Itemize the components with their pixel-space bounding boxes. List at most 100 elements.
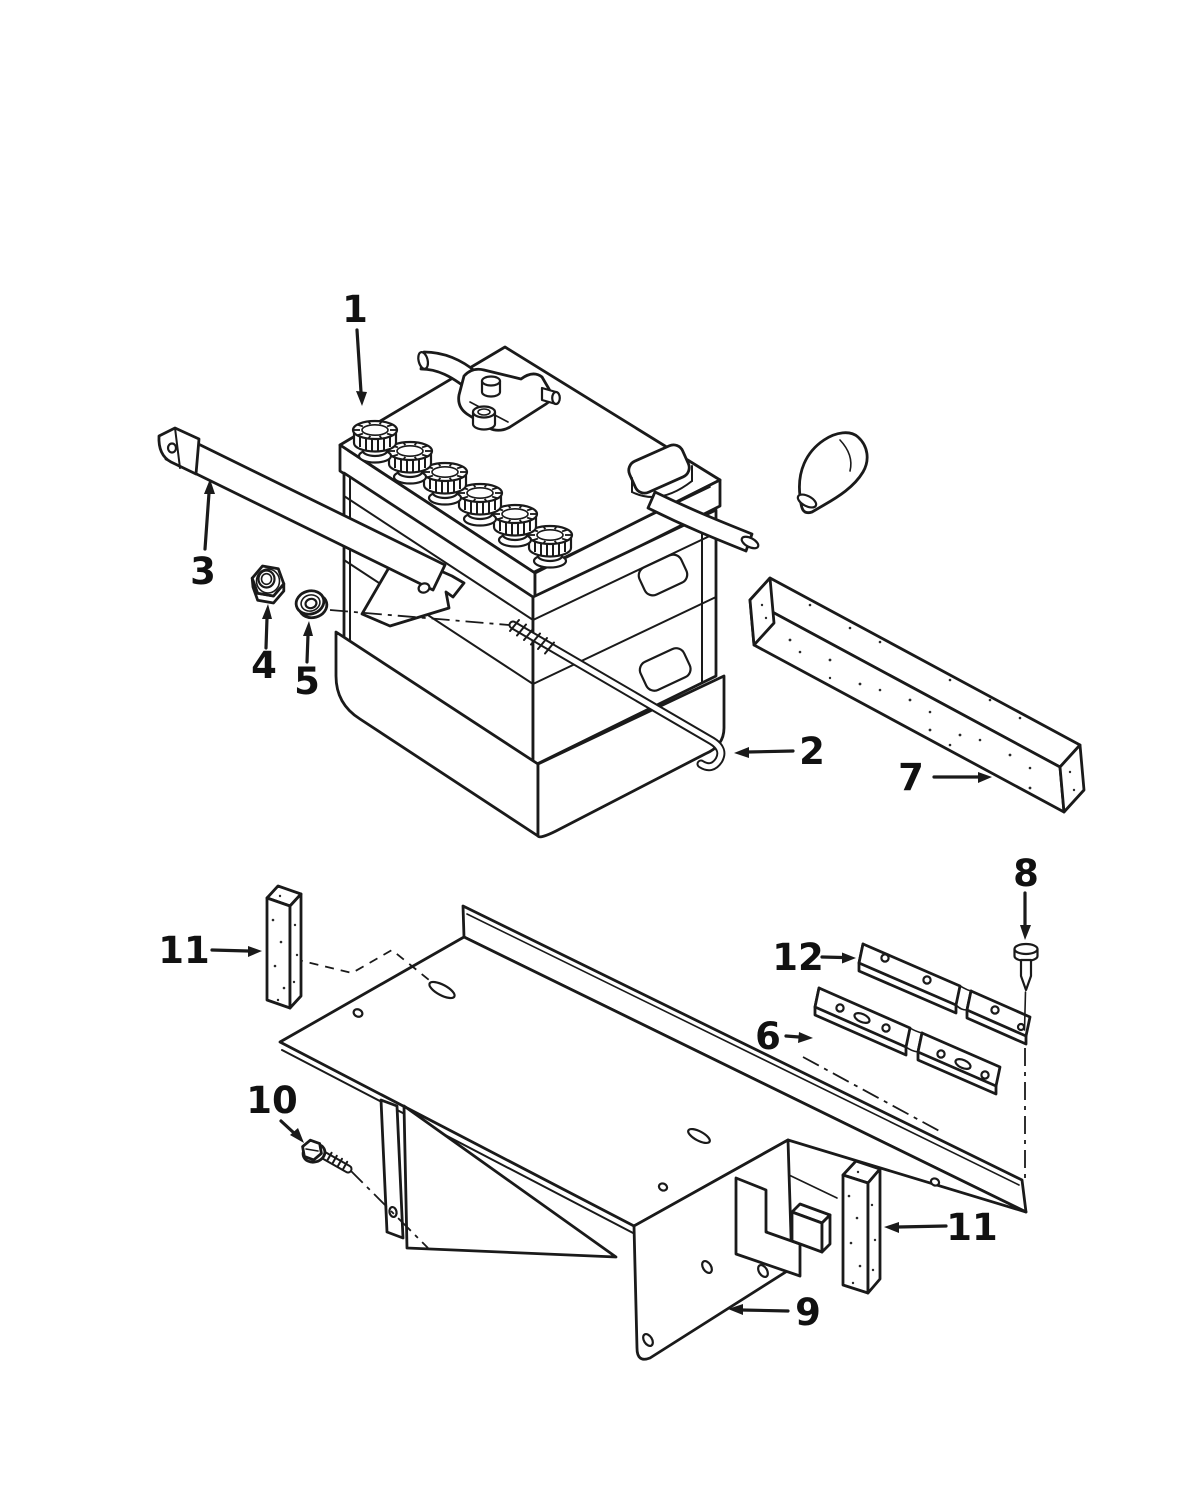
callout-10-label: 10 <box>246 1079 298 1122</box>
wood-block-left <box>265 884 303 1010</box>
tray-clip-side <box>820 1213 832 1254</box>
callout-11-left-arrowhead <box>248 946 262 957</box>
plate12-hole-2 <box>922 975 932 985</box>
j-bolt-threads <box>509 619 555 655</box>
callout-1-label: 1 <box>342 288 368 331</box>
cable-cut-end <box>740 535 760 550</box>
callout-4-label: 4 <box>251 644 277 687</box>
mounting-bolt <box>301 1138 353 1174</box>
vent-cap-4 <box>456 482 504 527</box>
callout-12-label: 12 <box>772 936 824 979</box>
strap-left-end <box>157 426 201 476</box>
mounting-plate-6 <box>813 986 1002 1096</box>
callout-6-arrow <box>784 1034 801 1039</box>
j-bolt <box>508 619 726 772</box>
plate6-hole-2 <box>881 1023 891 1033</box>
battery-base-front <box>334 630 540 838</box>
callout-1-arrow <box>355 328 363 394</box>
plate6-slot-2 <box>954 1058 972 1070</box>
battery-side-recess-lower <box>638 647 692 692</box>
battery-cover-rim-line <box>347 450 711 573</box>
tray-clip-leader <box>788 1174 838 1199</box>
strap-left-hole <box>166 442 178 454</box>
plate12-hole-3 <box>990 1005 1000 1015</box>
plate6-hole-4 <box>980 1070 990 1080</box>
vent-cap-3 <box>421 461 469 506</box>
tray-hole-2 <box>657 1182 669 1192</box>
callout-11-right-label: 11 <box>946 1206 998 1249</box>
plate6-slot-1 <box>853 1012 871 1024</box>
wood-block-long <box>748 576 1086 814</box>
boot-contour <box>839 439 852 472</box>
block7-right-end <box>1058 743 1086 814</box>
battery-tray <box>278 904 1028 1361</box>
washer-ring <box>300 594 321 612</box>
callout-11-left-arrow <box>210 948 250 953</box>
callout-4: 4 <box>251 604 277 687</box>
callout-12-arrowhead <box>842 952 856 964</box>
plate6-hole-1 <box>835 1003 845 1013</box>
nut-chamfer <box>255 568 281 594</box>
rivet-head-top <box>1013 942 1039 956</box>
callout-9-label: 9 <box>795 1291 821 1334</box>
washer-hole <box>304 597 318 610</box>
vent-cap-2 <box>386 440 434 485</box>
alignment-lines <box>293 948 1026 1249</box>
hold-down-strap <box>157 426 466 628</box>
rivet-pin-line <box>1023 991 1027 1031</box>
callout-11-left: 11 <box>158 929 262 972</box>
callout-3-arrowhead <box>204 479 215 494</box>
callout-8: 8 <box>1013 852 1039 940</box>
terminal-clamp <box>417 350 561 432</box>
callout-4-arrow <box>264 616 269 650</box>
block11L-front <box>265 896 292 1010</box>
flat-washer <box>294 589 329 620</box>
callout-9-arrow <box>740 1308 790 1313</box>
wood-grain-speckles <box>271 894 299 1002</box>
strap-left-facet <box>174 427 181 469</box>
callout-2-label: 2 <box>799 730 825 773</box>
callout-10: 10 <box>246 1079 304 1143</box>
block11R-side <box>866 1167 882 1295</box>
callout-12: 12 <box>772 936 856 979</box>
callout-5-arrow <box>305 633 310 664</box>
tray-wall-inner-edge <box>466 913 1020 1186</box>
block7-left-end <box>748 576 776 647</box>
bolt-axis-line <box>329 609 510 626</box>
vent-cap-1 <box>351 419 399 464</box>
callout-8-label: 8 <box>1013 852 1039 895</box>
block-to-slot-leader <box>293 948 435 985</box>
callout-11-right-arrowhead <box>884 1222 899 1233</box>
mounting-plate-12 <box>857 942 1032 1046</box>
tray-hole-3 <box>929 1177 941 1187</box>
plate12-hole-1 <box>880 953 890 963</box>
wood-grain-speckles <box>847 1170 877 1285</box>
tray-hole-1 <box>352 1008 364 1018</box>
strap-tab-hole <box>417 582 431 594</box>
plate12-rivet-hole <box>1016 1022 1026 1032</box>
cable-lug-cut-end <box>417 351 430 370</box>
drive-rivet <box>1013 942 1039 1031</box>
callout-11-left-label: 11 <box>158 929 210 972</box>
callout-4-arrowhead <box>262 604 272 619</box>
callout-7-label: 7 <box>898 756 924 799</box>
callout-9: 9 <box>728 1291 821 1334</box>
tray-gusset <box>402 1104 618 1259</box>
terminal-post-top <box>471 405 497 419</box>
callout-12-arrow <box>820 955 844 960</box>
callout-11-right: 11 <box>884 1206 998 1249</box>
callout-5-label: 5 <box>294 660 320 703</box>
callout-11-right-arrow <box>896 1224 948 1229</box>
callout-1-arrowhead <box>356 391 367 406</box>
callout-5-arrowhead <box>303 621 313 636</box>
block11L-side <box>288 892 303 1010</box>
vent-cap-5 <box>491 503 539 548</box>
bolt-threads <box>326 1151 349 1171</box>
hex-nut <box>250 564 286 605</box>
tray-support-strip <box>379 1098 405 1240</box>
callout-2: 2 <box>734 730 825 773</box>
wood-grain-speckles <box>760 603 1076 792</box>
battery-side-recess-upper <box>637 553 689 597</box>
